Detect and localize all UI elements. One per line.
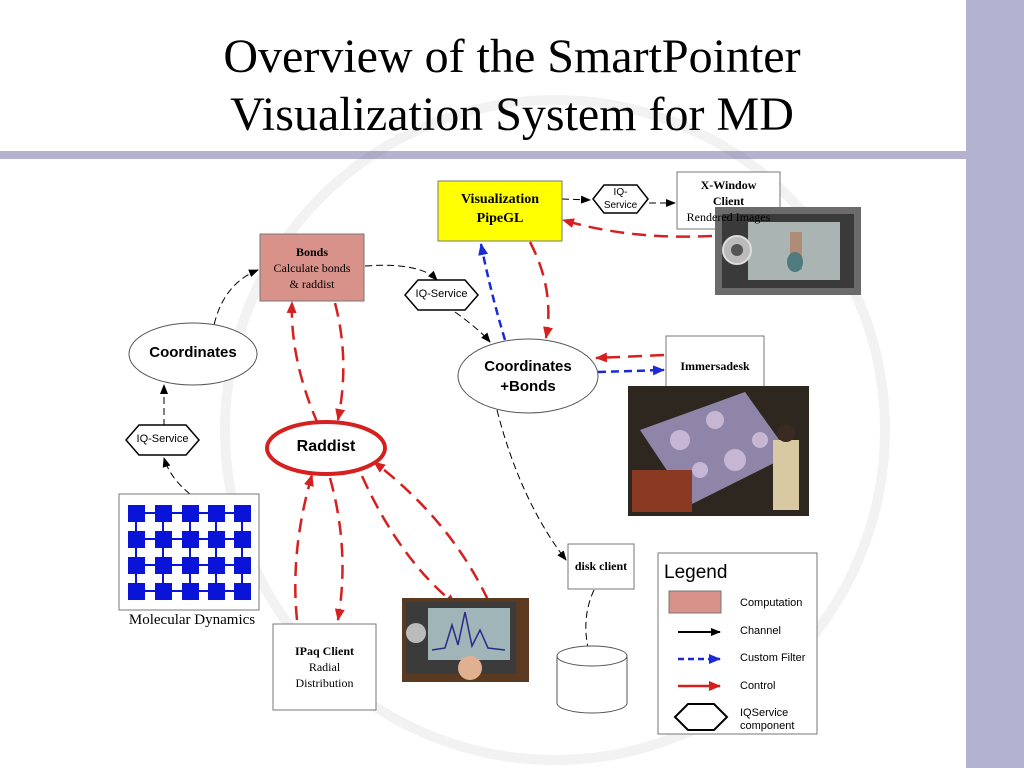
control-raddist-to-photo xyxy=(360,475,457,606)
legend-control-label: Control xyxy=(740,680,776,692)
control-raddist-to-bonds xyxy=(286,301,320,425)
molecular-dynamics-grid xyxy=(128,505,251,600)
legend-computation-label: Computation xyxy=(740,597,803,609)
title-line-1: Overview of the SmartPointer xyxy=(223,30,801,83)
ipaq-label: IPaq Client Radial Distribution xyxy=(273,643,376,691)
ipaq-line-2: Radial xyxy=(308,660,341,674)
raddist-label: Raddist xyxy=(296,438,356,455)
disk-client-box xyxy=(567,543,635,590)
coordinates-bonds-line-2: +Bonds xyxy=(500,378,556,395)
title-line-2: Visualization System for MD xyxy=(230,88,794,141)
ipaq-line-1: IPaq Client xyxy=(294,644,354,658)
xwindow-label: X-Window Client Rendered Images xyxy=(677,177,780,225)
control-vis-to-coordbonds xyxy=(528,241,553,339)
coordinates-ellipse xyxy=(128,322,258,386)
watermark-seal xyxy=(220,95,890,765)
iq-service-top-line-2: Service xyxy=(603,200,638,211)
filter-coordbonds-to-vis xyxy=(478,243,507,341)
slide-accent-bar xyxy=(966,0,1024,768)
control-arrows xyxy=(286,218,713,621)
bonds-box xyxy=(259,233,365,302)
xwindow-device-photo xyxy=(715,207,861,295)
ipaq-box xyxy=(272,623,377,711)
control-bonds-to-raddist xyxy=(333,302,346,421)
ipaq-line-3: Distribution xyxy=(295,676,354,690)
channel-coordinates-to-bonds xyxy=(211,269,259,336)
channel-md-to-iq-left xyxy=(162,457,191,495)
bonds-line-2: Calculate bonds xyxy=(273,261,351,275)
channel-coordbonds-to-disk xyxy=(496,409,567,561)
legend-title: Legend xyxy=(664,562,728,583)
bonds-line-1: Bonds xyxy=(295,245,329,259)
channel-bonds-to-iq-mid xyxy=(364,264,438,281)
storage-cylinder xyxy=(556,645,628,714)
iq-service-top-hexagon xyxy=(592,184,649,214)
xwindow-line-2: Client xyxy=(712,194,745,208)
bonds-line-3: & raddist xyxy=(289,277,335,291)
immersadesk-label: Immersadesk xyxy=(680,359,750,373)
coordinates-bonds-label: Coordinates +Bonds xyxy=(458,357,598,397)
molecular-dynamics-label: Molecular Dynamics xyxy=(128,612,256,628)
legend-box xyxy=(657,552,818,735)
coordinates-bonds-ellipse xyxy=(457,338,599,414)
control-immersadesk-to-coordbonds xyxy=(595,352,665,363)
iq-service-left-hexagon xyxy=(125,424,200,456)
bonds-label: Bonds Calculate bonds & raddist xyxy=(260,244,364,292)
raddist-ellipse xyxy=(265,420,387,476)
legend-computation-swatch xyxy=(668,590,722,614)
filter-coordbonds-to-immersadesk xyxy=(597,365,665,376)
visualization-box xyxy=(437,180,563,242)
legend-hexagon xyxy=(673,703,729,731)
control-photo-to-raddist xyxy=(373,461,490,601)
iq-service-top-line-1: IQ- xyxy=(613,187,628,198)
immersadesk-box xyxy=(665,335,765,388)
visualization-line-1: Visualization xyxy=(460,192,540,207)
immersadesk-photo xyxy=(628,386,809,516)
control-ipaq-to-raddist xyxy=(294,474,314,621)
iq-service-middle-hexagon xyxy=(404,279,479,311)
ipaq-device-photo xyxy=(402,598,529,682)
control-xwindow-to-vis xyxy=(562,218,713,238)
slide-title: Overview of the SmartPointer Visualizati… xyxy=(0,28,1024,144)
legend-filter-label: Custom Filter xyxy=(740,652,806,664)
molecular-dynamics-connectors xyxy=(135,512,243,592)
disk-client-label: disk client xyxy=(574,559,628,573)
channel-vis-to-iq-top xyxy=(561,195,591,204)
iq-service-left-label: IQ-Service xyxy=(136,433,189,445)
control-raddist-to-ipaq xyxy=(328,477,345,621)
iq-service-middle-label: IQ-Service xyxy=(415,288,468,300)
coordinates-bonds-line-1: Coordinates xyxy=(484,358,572,375)
title-underline xyxy=(0,151,966,159)
filter-arrows xyxy=(478,243,665,376)
legend-channel-label: Channel xyxy=(740,625,781,637)
coordinates-label: Coordinates xyxy=(149,344,237,361)
visualization-label: Visualization PipeGL xyxy=(438,190,562,228)
channel-iq-mid-to-coordbonds xyxy=(454,311,491,343)
visualization-line-2: PipeGL xyxy=(476,211,524,226)
xwindow-line-1: X-Window xyxy=(700,178,757,192)
iq-service-top-label: IQ- Service xyxy=(593,186,648,212)
legend-iqservice-label: IQService component xyxy=(740,707,795,732)
xwindow-line-3: Rendered Images xyxy=(686,210,771,224)
